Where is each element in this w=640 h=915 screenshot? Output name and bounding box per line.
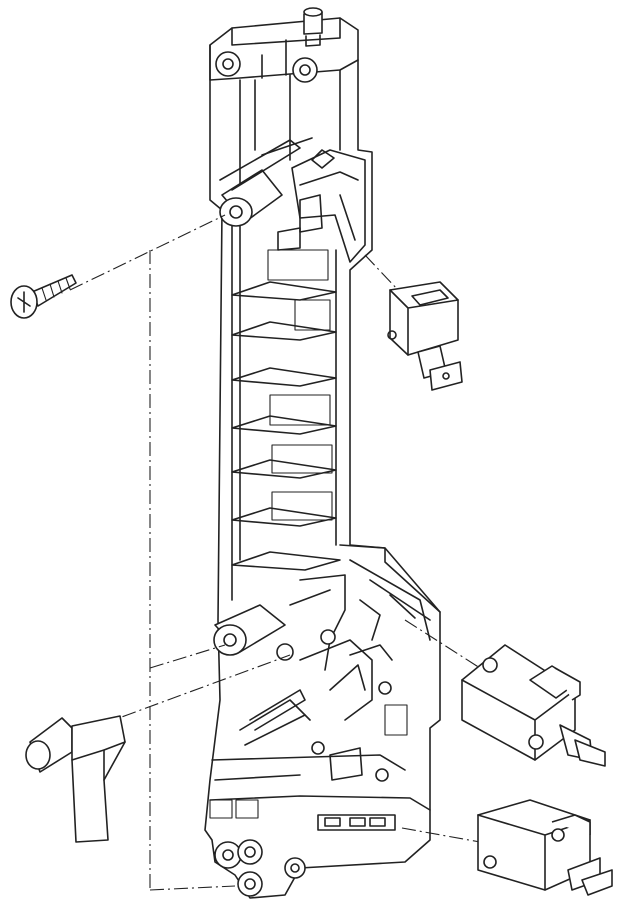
micro-switch-top (387, 281, 463, 391)
latch-bracket (204, 7, 441, 899)
lever-arm (25, 715, 126, 843)
mounting-screw (10, 274, 77, 319)
assembly-centerlines (69, 214, 481, 891)
micro-switch-bottom (477, 799, 613, 896)
micro-switch-middle (461, 644, 606, 767)
